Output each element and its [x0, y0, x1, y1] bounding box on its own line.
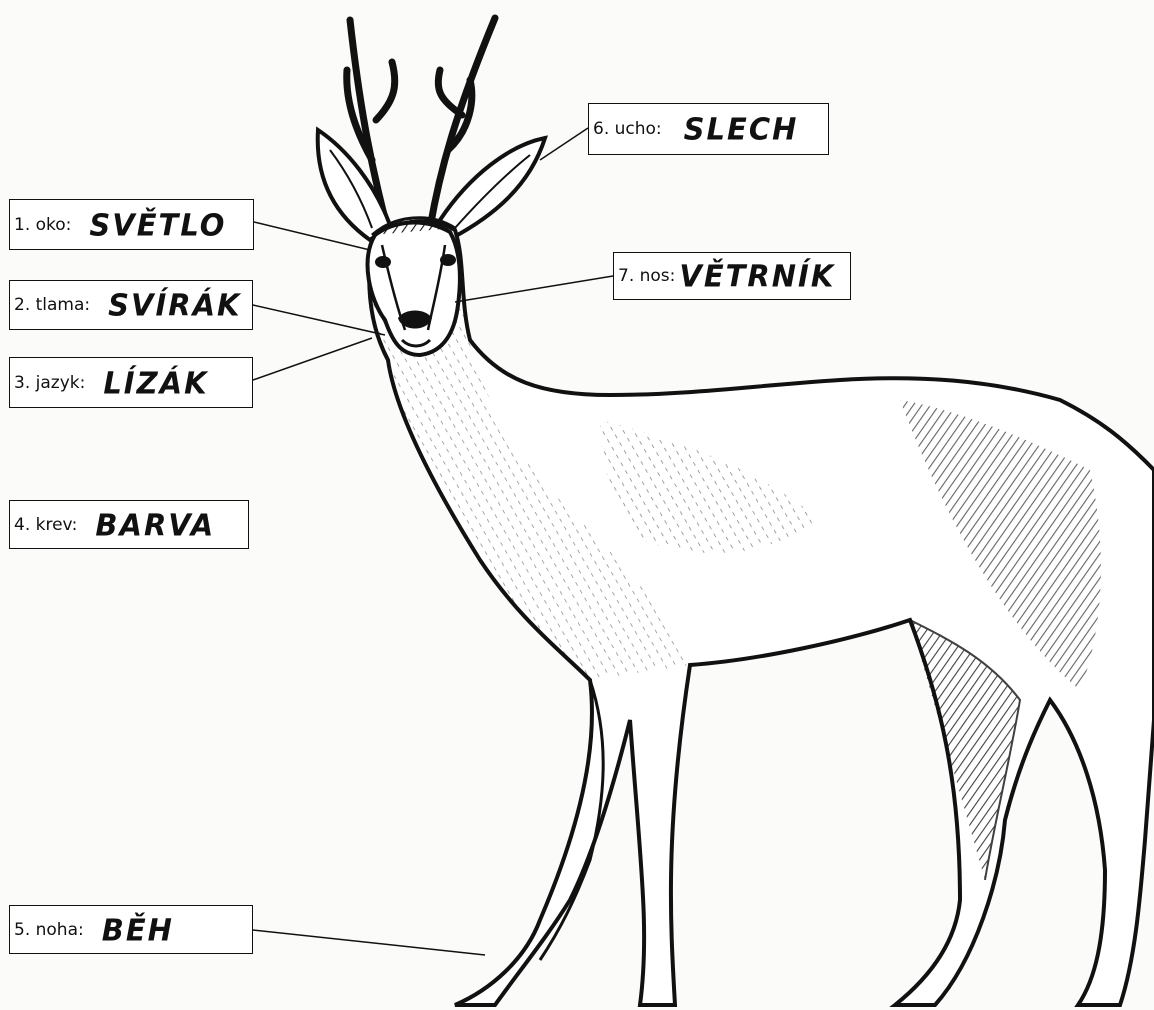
label-term: SLECH — [684, 111, 799, 147]
label-tlama: 2. tlama: SVÍRÁK — [9, 280, 253, 330]
leader-line-nos — [455, 276, 613, 302]
label-number: 4. krev: — [14, 515, 77, 535]
label-number: 5. noha: — [14, 920, 84, 940]
deer-body — [369, 221, 1154, 1005]
label-term: SVÍRÁK — [108, 287, 241, 323]
label-noha: 5. noha: BĚH — [9, 905, 253, 954]
label-number: 2. tlama: — [14, 295, 90, 315]
label-jazyk: 3. jazyk: LÍZÁK — [9, 357, 253, 408]
label-nos: 7. nos: VĚTRNÍK — [613, 252, 851, 300]
label-number: 7. nos: — [618, 266, 675, 286]
label-number: 3. jazyk: — [14, 373, 85, 393]
leader-line-jazyk — [253, 338, 372, 380]
label-number: 1. oko: — [14, 215, 71, 235]
label-krev: 4. krev: BARVA — [9, 500, 249, 549]
label-term: SVĚTLO — [89, 207, 226, 243]
leader-line-ucho — [540, 128, 588, 160]
label-term: LÍZÁK — [103, 365, 208, 401]
leader-line-tlama — [253, 305, 385, 335]
label-term: BARVA — [95, 507, 215, 543]
label-term: BĚH — [102, 912, 174, 948]
label-term: VĚTRNÍK — [679, 258, 835, 294]
label-ucho: 6. ucho: SLECH — [588, 103, 829, 155]
label-oko: 1. oko: SVĚTLO — [9, 199, 254, 250]
leader-line-noha — [253, 930, 485, 955]
label-number: 6. ucho: — [593, 119, 662, 139]
